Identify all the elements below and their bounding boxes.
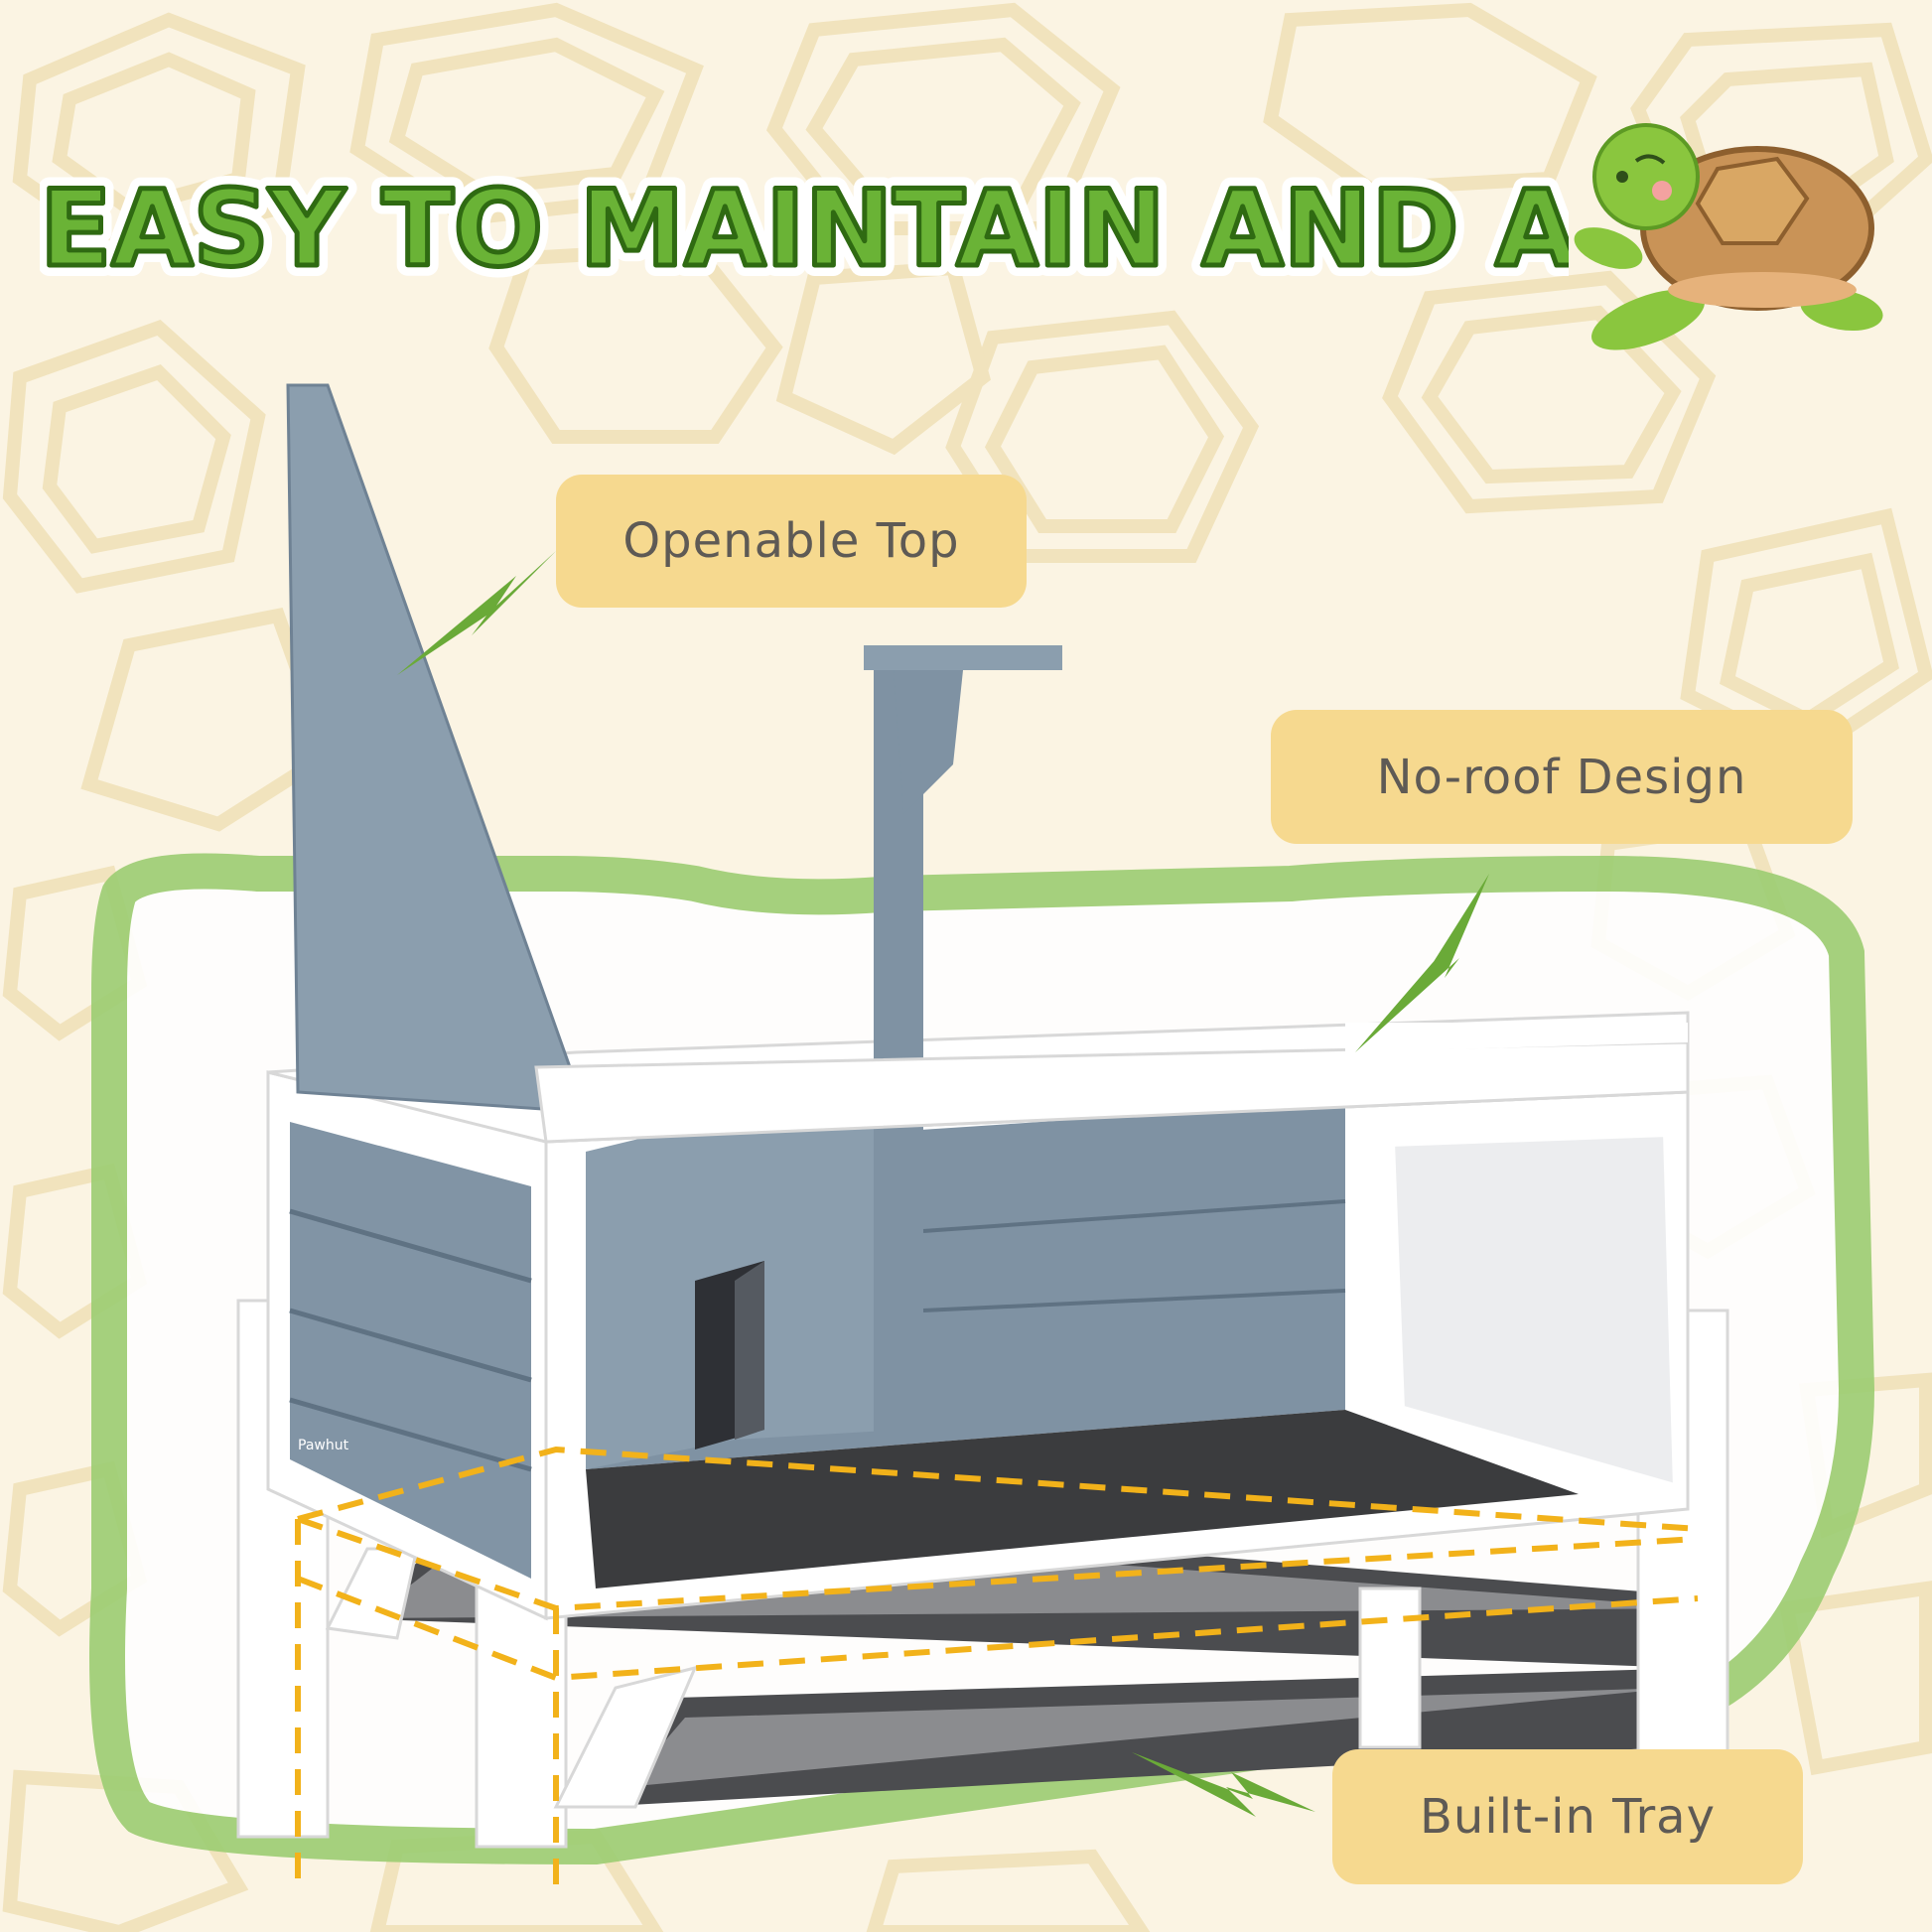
arrow-icon bbox=[397, 551, 1489, 1817]
svg-text:EASY TO MAINTAIN AND ACCESS: EASY TO MAINTAIN AND ACCESS bbox=[40, 168, 1569, 290]
callout-openable-top: Openable Top bbox=[556, 475, 1027, 608]
callout-no-roof-design: No-roof Design bbox=[1271, 710, 1853, 844]
headline: EASY TO MAINTAIN AND ACCESS EASY TO MAIN… bbox=[40, 157, 1569, 293]
svg-text:EASY TO MAINTAIN AND ACCESS: EASY TO MAINTAIN AND ACCESS bbox=[40, 168, 1569, 290]
brand-logo: Pawhut bbox=[298, 1438, 349, 1453]
callout-built-in-tray: Built-in Tray bbox=[1332, 1749, 1803, 1884]
